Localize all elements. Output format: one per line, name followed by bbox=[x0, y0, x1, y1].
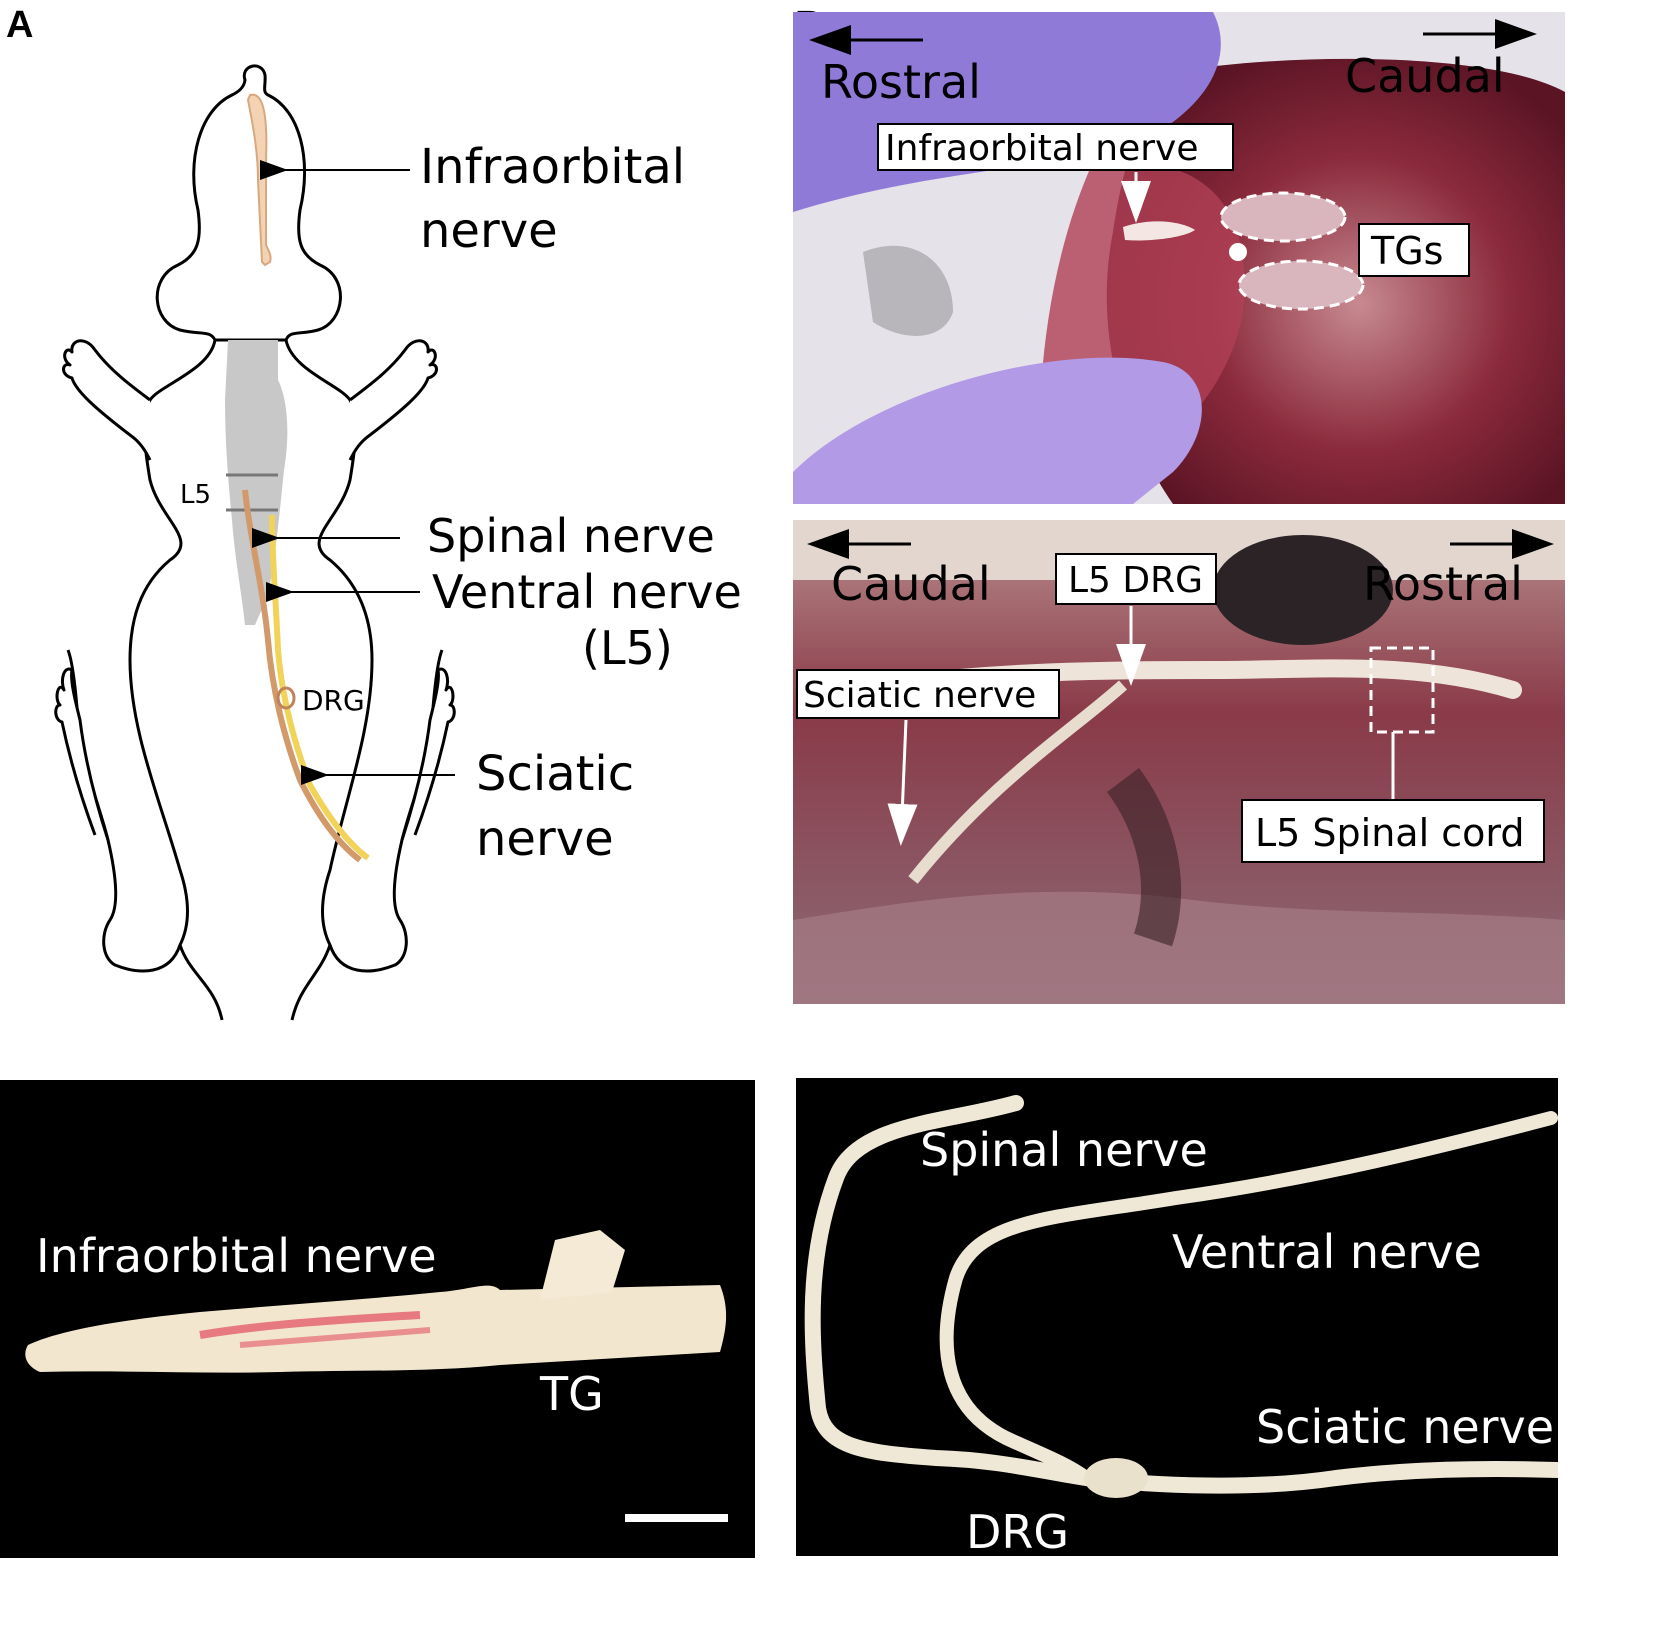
label-spinal-e: Spinal nerve bbox=[920, 1123, 1208, 1177]
label-drg: DRG bbox=[302, 684, 365, 717]
label-sciatic-c: Sciatic nerve bbox=[803, 675, 1036, 716]
label-infraorbital-line1: Infraorbital bbox=[420, 139, 685, 195]
label-infraorbital-d: Infraorbital nerve bbox=[36, 1229, 437, 1283]
glove-bottom bbox=[793, 357, 1202, 504]
sciatic-pointer bbox=[887, 719, 918, 846]
label-rostral-c: Rostral bbox=[1363, 557, 1523, 611]
spinal-column-shape bbox=[225, 340, 288, 625]
drg-tissue bbox=[1084, 1458, 1148, 1498]
panel-c-photo: Caudal Rostral L5 DRG Sciatic nerve L5 S… bbox=[793, 520, 1565, 1004]
label-l5-drg: L5 DRG bbox=[1068, 560, 1203, 601]
label-sciatic-e: Sciatic nerve bbox=[1256, 1400, 1554, 1454]
label-l5-spinal-cord: L5 Spinal cord bbox=[1255, 811, 1524, 855]
panel-b-photo: Rostral Caudal Infraorbital nerve TGs bbox=[793, 12, 1565, 504]
label-l5: L5 bbox=[180, 480, 211, 510]
ventral-nerve-line bbox=[269, 514, 370, 861]
scale-bar bbox=[625, 1514, 728, 1522]
label-tgs: TGs bbox=[1370, 229, 1443, 273]
spinal-cord-outline bbox=[1369, 646, 1435, 734]
label-caudal: Caudal bbox=[1345, 49, 1505, 103]
sciatic-label-box bbox=[796, 669, 1060, 719]
label-infraorbital-line2: nerve bbox=[420, 203, 558, 259]
tgs-label-box bbox=[1358, 223, 1470, 277]
tg-outline-1 bbox=[1219, 191, 1347, 243]
label-rostral: Rostral bbox=[821, 55, 981, 109]
label-caudal-c: Caudal bbox=[831, 557, 991, 611]
panel-d-photo: Infraorbital nerve TG bbox=[0, 1080, 755, 1558]
label-drg-e: DRG bbox=[966, 1505, 1069, 1556]
label-ventral-l5: (L5) bbox=[582, 621, 673, 675]
spinal-nerve-tissue bbox=[804, 1095, 1558, 1494]
label-tg: TG bbox=[539, 1367, 604, 1421]
label-ventral-e: Ventral nerve bbox=[1172, 1225, 1482, 1279]
infraorbital-label-box bbox=[877, 123, 1234, 171]
l5-drg-label-box bbox=[1055, 553, 1217, 605]
label-sciatic-line2: nerve bbox=[476, 811, 614, 867]
label-sciatic-line1: Sciatic bbox=[476, 746, 634, 802]
panel-a-mouse-diagram: Infraorbital nerve L5 Spinal nerve Ventr… bbox=[54, 64, 742, 1021]
mouse-outline bbox=[54, 64, 456, 1021]
ventral-nerve-tissue bbox=[939, 1111, 1558, 1485]
tg-tissue bbox=[540, 1230, 625, 1300]
infraorbital-tissue bbox=[25, 1285, 727, 1373]
panel-e-photo: Spinal nerve Ventral nerve Sciatic nerve… bbox=[796, 1078, 1558, 1556]
infraorbital-nerve-shape bbox=[246, 93, 272, 267]
label-ventral-nerve: Ventral nerve bbox=[432, 565, 742, 619]
label-spinal-nerve: Spinal nerve bbox=[427, 509, 715, 563]
spinal-cord-label-box bbox=[1241, 799, 1545, 863]
tg-outline-2 bbox=[1237, 259, 1365, 311]
label-infraorbital: Infraorbital nerve bbox=[885, 128, 1199, 169]
drg-marker bbox=[276, 686, 296, 710]
panel-letter-a: A bbox=[6, 4, 34, 46]
